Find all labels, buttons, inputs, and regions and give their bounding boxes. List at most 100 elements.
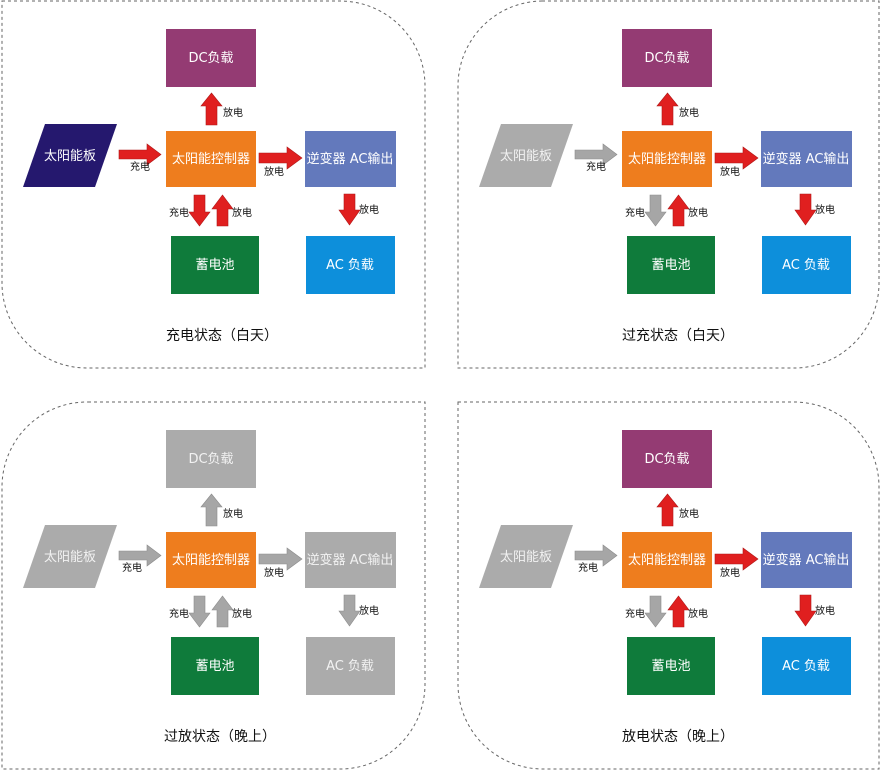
- panel-caption: 过充状态（白天）: [622, 328, 734, 344]
- controller-label: 太阳能控制器: [628, 152, 706, 167]
- controller-node: [166, 532, 256, 588]
- arrow-solar-to-controller: [574, 143, 618, 166]
- dc-load-node: [622, 29, 712, 87]
- arrow-inverter-to-ac: [338, 193, 361, 226]
- panel-discharge-night: 太阳能板 太阳能控制器 DC负载 逆变器 AC输出 AC 负载 蓄电池 充电 放…: [457, 401, 880, 770]
- arrow-inverter-to-ac: [794, 193, 817, 226]
- ac-load-label: AC 负载: [782, 258, 830, 273]
- arrow-controller-to-battery: [188, 595, 211, 628]
- discharge-label: 放电: [688, 206, 708, 219]
- charge-label: 充电: [586, 160, 606, 173]
- discharge-label: 放电: [359, 604, 379, 617]
- panel-border: [457, 0, 880, 369]
- discharge-label: 放电: [232, 206, 252, 219]
- solar-panel-node: [23, 124, 117, 187]
- arrow-solar-to-controller: [118, 544, 162, 567]
- inverter-node: [305, 532, 396, 588]
- arrow-battery-to-controller: [667, 194, 690, 227]
- dc-load-node: [166, 430, 256, 488]
- controller-label: 太阳能控制器: [628, 553, 706, 568]
- dc-load-node: [166, 29, 256, 87]
- arrow-controller-to-inverter: [714, 146, 759, 170]
- discharge-label: 放电: [720, 566, 740, 579]
- charge-label: 充电: [169, 607, 189, 620]
- panel-border: [1, 401, 426, 770]
- dc-load-label: DC负载: [644, 452, 689, 467]
- discharge-label: 放电: [679, 106, 699, 119]
- arrow-controller-to-battery: [644, 194, 667, 227]
- arrow-inverter-to-ac: [794, 594, 817, 627]
- battery-label: 蓄电池: [651, 258, 690, 273]
- discharge-label: 放电: [679, 507, 699, 520]
- inverter-node: [761, 532, 852, 588]
- arrow-inverter-to-ac: [338, 594, 361, 627]
- charge-label: 充电: [578, 561, 598, 574]
- panel-border: [457, 401, 880, 770]
- dc-load-node: [622, 430, 712, 488]
- discharge-label: 放电: [264, 566, 284, 579]
- arrow-solar-to-controller: [118, 143, 162, 166]
- solar-panel-node: [23, 525, 117, 588]
- solar-panel-label: 太阳能板: [500, 550, 552, 565]
- panel-caption: 充电状态（白天）: [166, 328, 278, 344]
- battery-label: 蓄电池: [195, 659, 234, 674]
- dc-load-label: DC负载: [188, 51, 233, 66]
- arrow-controller-to-battery: [188, 194, 211, 227]
- controller-node: [622, 532, 712, 588]
- inverter-label: 逆变器 AC输出: [763, 552, 850, 568]
- arrow-controller-to-battery: [644, 595, 667, 628]
- solar-panel-label: 太阳能板: [500, 149, 552, 164]
- controller-label: 太阳能控制器: [172, 553, 250, 568]
- solar-panel-label: 太阳能板: [44, 550, 96, 565]
- panel-caption: 过放状态（晚上）: [164, 729, 276, 745]
- panel-border: [1, 0, 426, 369]
- solar-panel-node: [479, 525, 573, 588]
- panel-charge-day: 太阳能板 太阳能控制器 DC负载 逆变器 AC输出 AC 负载 蓄电池 充电 放…: [1, 0, 426, 369]
- ac-load-label: AC 负载: [326, 659, 374, 674]
- battery-label: 蓄电池: [195, 258, 234, 273]
- charge-label: 充电: [122, 561, 142, 574]
- inverter-label: 逆变器 AC输出: [307, 552, 394, 568]
- controller-node: [622, 131, 712, 187]
- ac-load-label: AC 负载: [326, 258, 374, 273]
- arrow-battery-to-controller: [211, 194, 234, 227]
- battery-node: [627, 637, 715, 695]
- discharge-label: 放电: [359, 203, 379, 216]
- panel-overdischarge-night: 太阳能板 太阳能控制器 DC负载 逆变器 AC输出 AC 负载 蓄电池 充电 放…: [1, 401, 426, 770]
- arrow-controller-to-dc: [200, 92, 223, 126]
- inverter-node: [761, 131, 852, 187]
- arrow-controller-to-inverter: [258, 547, 303, 571]
- battery-node: [171, 637, 259, 695]
- inverter-label: 逆变器 AC输出: [763, 151, 850, 167]
- ac-load-label: AC 负载: [782, 659, 830, 674]
- arrow-controller-to-inverter: [714, 547, 759, 571]
- arrow-battery-to-controller: [667, 595, 690, 628]
- ac-load-node: [306, 637, 395, 695]
- ac-load-node: [762, 236, 851, 294]
- battery-node: [171, 236, 259, 294]
- panel-overcharge-day: 太阳能板 太阳能控制器 DC负载 逆变器 AC输出 AC 负载 蓄电池 充电 放…: [457, 0, 880, 369]
- charge-label: 充电: [169, 206, 189, 219]
- arrow-solar-to-controller: [574, 544, 618, 567]
- arrow-controller-to-dc: [656, 493, 679, 527]
- inverter-node: [305, 131, 396, 187]
- arrow-controller-to-dc: [200, 493, 223, 527]
- battery-node: [627, 236, 715, 294]
- battery-label: 蓄电池: [651, 659, 690, 674]
- inverter-label: 逆变器 AC输出: [307, 151, 394, 167]
- ac-load-node: [762, 637, 851, 695]
- arrow-battery-to-controller: [211, 595, 234, 628]
- ac-load-node: [306, 236, 395, 294]
- charge-label: 充电: [625, 607, 645, 620]
- solar-panel-label: 太阳能板: [44, 149, 96, 164]
- discharge-label: 放电: [815, 604, 835, 617]
- discharge-label: 放电: [720, 165, 740, 178]
- controller-label: 太阳能控制器: [172, 152, 250, 167]
- discharge-label: 放电: [815, 203, 835, 216]
- discharge-label: 放电: [264, 165, 284, 178]
- panel-caption: 放电状态（晚上）: [622, 729, 734, 745]
- arrow-controller-to-dc: [656, 92, 679, 126]
- solar-panel-node: [479, 124, 573, 187]
- discharge-label: 放电: [232, 607, 252, 620]
